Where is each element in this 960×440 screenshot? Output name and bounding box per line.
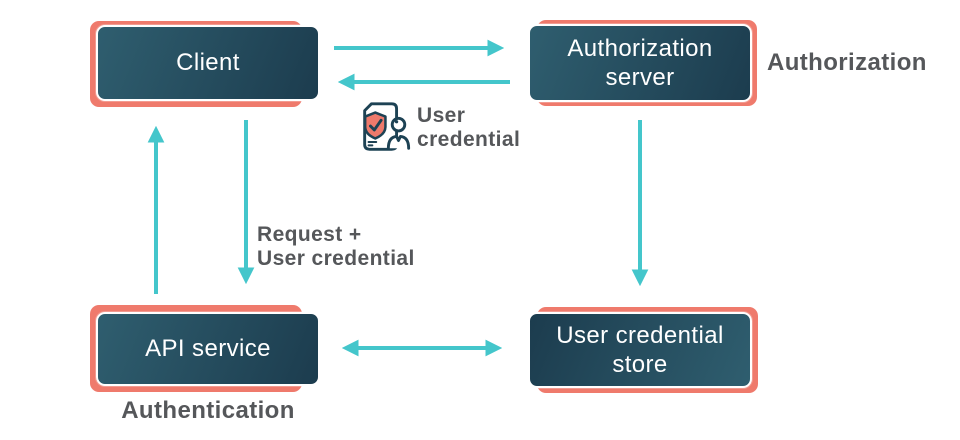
node-label-api-service: API service	[145, 335, 271, 363]
node-label-user-credential-store: User credential store	[556, 321, 724, 378]
check-icon	[369, 118, 383, 132]
node-label-client: Client	[176, 49, 240, 77]
user-credential-edge-label: User credential	[417, 104, 521, 152]
authentication-annotation: Authentication	[121, 397, 295, 424]
user-credential-icon	[363, 102, 411, 151]
node-user-credential-store: User credential store	[528, 312, 752, 388]
request-user-credential-edge-label: Request + User credential	[257, 223, 415, 271]
node-label-authorization-server: Authorization server	[567, 34, 713, 91]
shield-icon	[363, 111, 387, 140]
document-text-lines	[367, 141, 378, 147]
node-client: Client	[96, 25, 320, 101]
authorization-annotation: Authorization	[767, 49, 927, 76]
node-authorization-server: Authorization server	[528, 24, 752, 102]
person-head-dot	[394, 120, 399, 124]
node-api-service: API service	[96, 312, 320, 386]
person-head	[390, 116, 407, 133]
person-body	[386, 134, 411, 150]
